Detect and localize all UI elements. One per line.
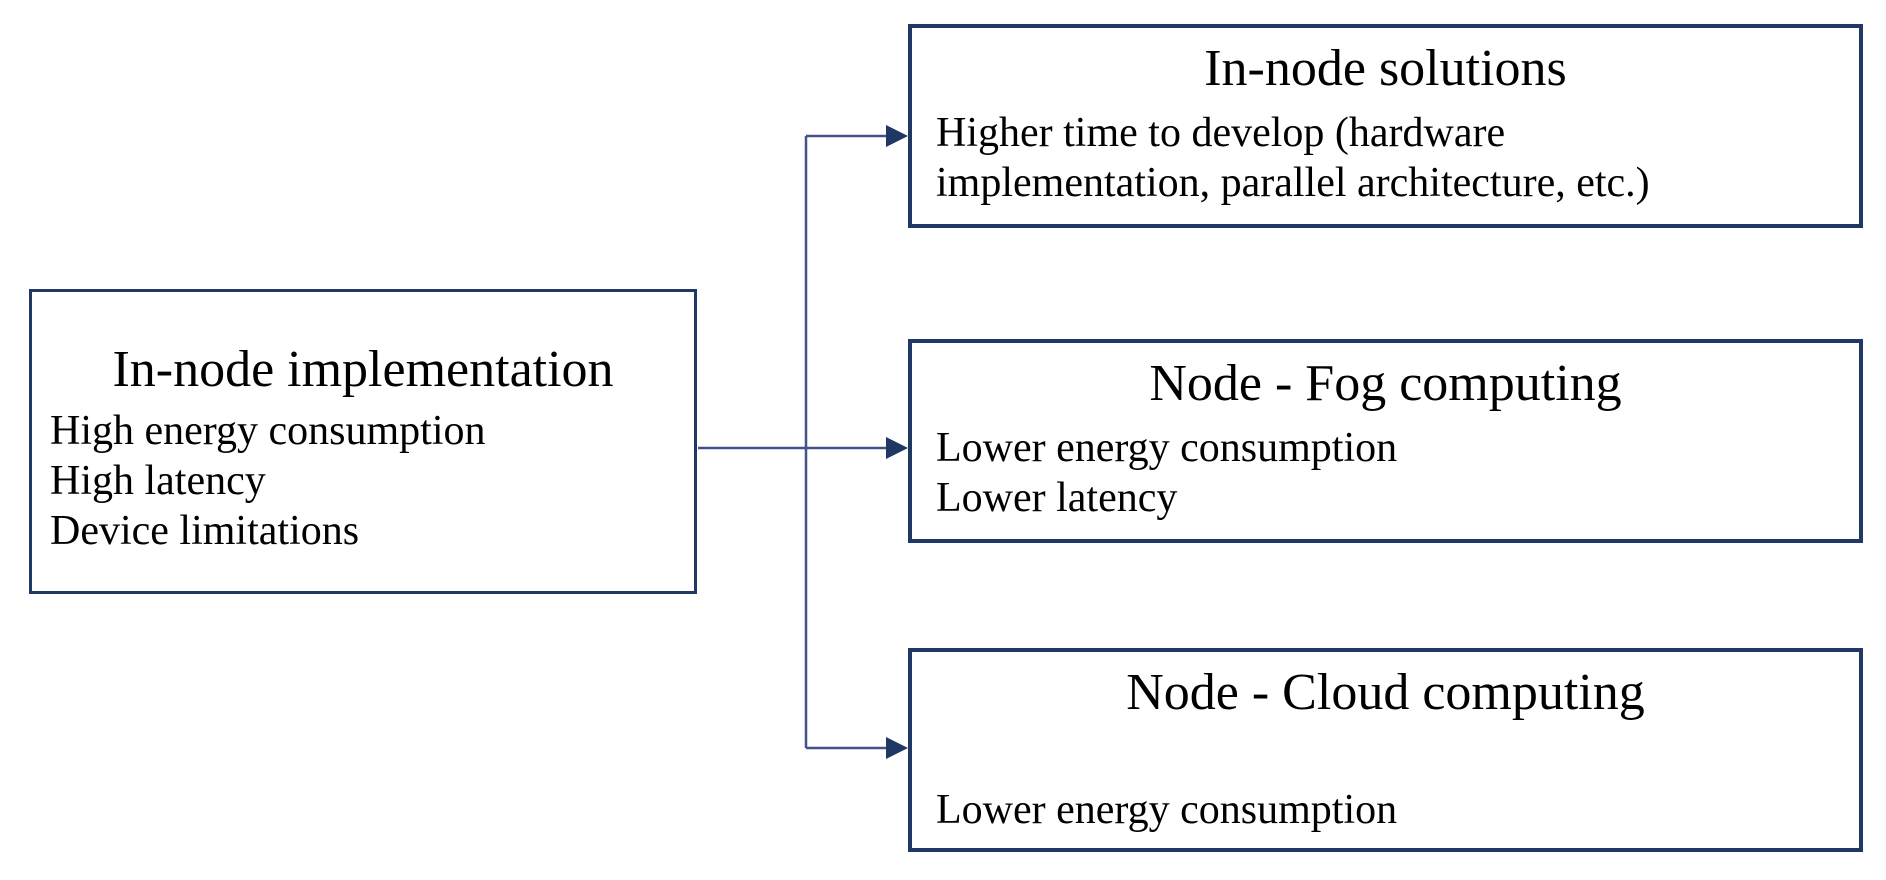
arrowhead-bottom-icon (886, 737, 908, 759)
arrowhead-top-icon (886, 125, 908, 147)
node-body: Higher time to develop (hardware impleme… (912, 108, 1859, 208)
body-line: Lower energy consumption (936, 787, 1398, 833)
body-line: High energy consumption (50, 408, 486, 454)
node-body: High energy consumption High latency Dev… (32, 406, 694, 556)
body-line: Higher time to develop (hardware (936, 110, 1506, 156)
node-title: Node - Fog computing (1149, 355, 1622, 412)
body-line: Lower latency (936, 475, 1178, 521)
body-line: Lower energy consumption (936, 425, 1398, 471)
body-line: Device limitations (50, 508, 360, 554)
node-body: Lower energy consumption Lower latency (912, 423, 1859, 523)
node-title: In-node implementation (112, 341, 614, 398)
node-title: In-node solutions (1204, 40, 1567, 97)
node-in-node-solutions: In-node solutions Higher time to develop… (908, 24, 1863, 228)
node-title: Node - Cloud computing (1126, 664, 1645, 721)
node-in-node-implementation: In-node implementation High energy consu… (29, 289, 697, 594)
node-body: Lower energy consumption (912, 785, 1859, 835)
node-fog-computing: Node - Fog computing Lower energy consum… (908, 339, 1863, 543)
body-line: implementation, parallel architecture, e… (936, 160, 1650, 206)
node-cloud-computing: Node - Cloud computing Lower energy cons… (908, 648, 1863, 852)
body-line: High latency (50, 458, 266, 504)
arrowhead-middle-icon (886, 437, 908, 459)
